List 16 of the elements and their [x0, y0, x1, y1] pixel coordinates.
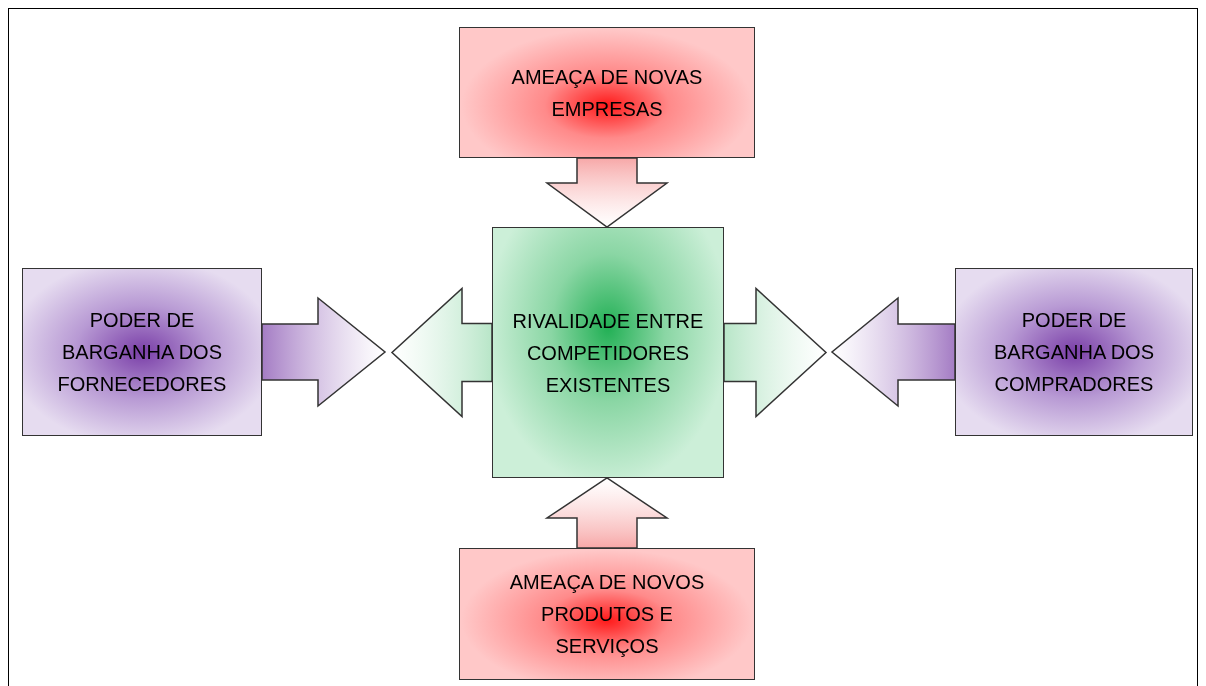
block-arrow	[723, 286, 828, 419]
process-box	[492, 227, 724, 478]
process-box	[459, 548, 755, 680]
block-arrow	[544, 477, 670, 549]
process-box	[955, 268, 1193, 436]
block-arrow	[830, 296, 956, 408]
process-box	[22, 268, 262, 436]
process-box	[459, 27, 755, 158]
block-arrow	[261, 296, 387, 408]
box-label: PODER DE BARGANHA DOS COMPRADORES	[992, 308, 1155, 397]
block-arrow	[390, 286, 493, 419]
box-label: AMEAÇA DE NOVAS EMPRESAS	[510, 64, 704, 122]
box-label: RIVALIDADE ENTRE COMPETIDORES EXISTENTES	[511, 308, 705, 398]
box-label: PODER DE BARGANHA DOS FORNECEDORES	[56, 308, 228, 397]
box-label: AMEAÇA DE NOVOS PRODUTOS E SERVIÇOS	[508, 570, 706, 659]
block-arrow	[544, 157, 670, 228]
